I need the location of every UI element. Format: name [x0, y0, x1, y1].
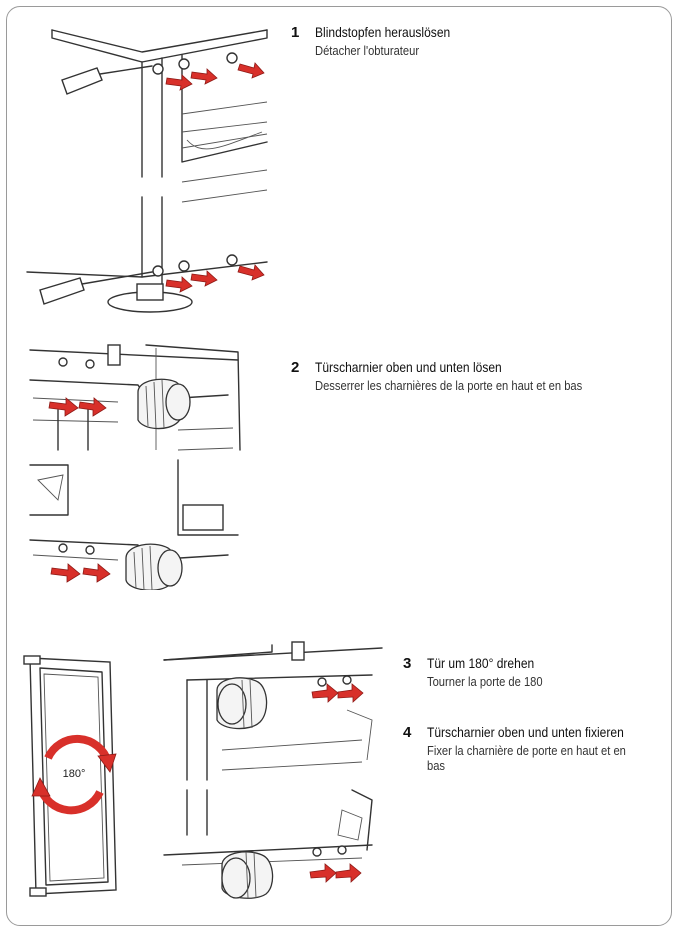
hinge-icon — [137, 378, 191, 430]
step-4-title-de: Türscharnier oben und unten fixieren — [427, 724, 624, 740]
figure-fix-hinges — [163, 641, 383, 899]
figure-rotate-door: 180° — [23, 655, 117, 897]
step-1: 1 Blindstopfen herauslösen Détacher l'ob… — [291, 24, 631, 64]
figure-remove-plugs — [26, 29, 268, 313]
upper-hinge-assembly — [163, 641, 383, 781]
insertion-arrow-icon — [309, 683, 364, 883]
removal-arrow-icon — [48, 397, 111, 583]
screwdriver-icon — [39, 65, 153, 305]
hinge-screw-icon — [58, 357, 68, 367]
step-4-number: 4 — [403, 724, 412, 741]
step-3-number: 3 — [403, 655, 412, 672]
step-1-title-de: Blindstopfen herauslösen — [315, 24, 451, 40]
removal-arrow-icon — [165, 62, 265, 293]
cabinet-top — [51, 29, 268, 178]
step-2: 2 Türscharnier oben und unten lösen Dess… — [291, 359, 651, 399]
lower-hinge-assembly — [29, 459, 239, 590]
hinge-screw-icon — [317, 677, 327, 687]
step-4: 4 Türscharnier oben und unten fixieren F… — [403, 724, 663, 784]
step-4-title-fr: Fixer la charnière de porte en haut et e… — [427, 743, 626, 773]
figure-loosen-hinges — [29, 344, 241, 590]
step-1-title-fr: Détacher l'obturateur — [315, 43, 420, 58]
page-frame — [6, 6, 672, 926]
lower-hinge-assembly — [163, 789, 373, 899]
step-2-title-de: Türscharnier oben und unten lösen — [315, 359, 502, 375]
rotate-arrow-icon: 180° — [31, 734, 117, 815]
step-2-number: 2 — [291, 359, 300, 376]
step-2-title-fr: Desserrer les charnières de la porte en … — [315, 378, 583, 393]
step-3-title-de: Tür um 180° drehen — [427, 655, 535, 671]
upper-hinge-assembly — [29, 344, 241, 451]
step-3: 3 Tür um 180° drehen Tourner la porte de… — [403, 655, 653, 695]
step-1-number: 1 — [291, 24, 300, 41]
rotation-label: 180° — [63, 768, 86, 780]
cabinet-bottom — [26, 169, 268, 313]
step-3-title-fr: Tourner la porte de 180 — [427, 674, 543, 689]
blind-plug-icon — [152, 52, 238, 277]
